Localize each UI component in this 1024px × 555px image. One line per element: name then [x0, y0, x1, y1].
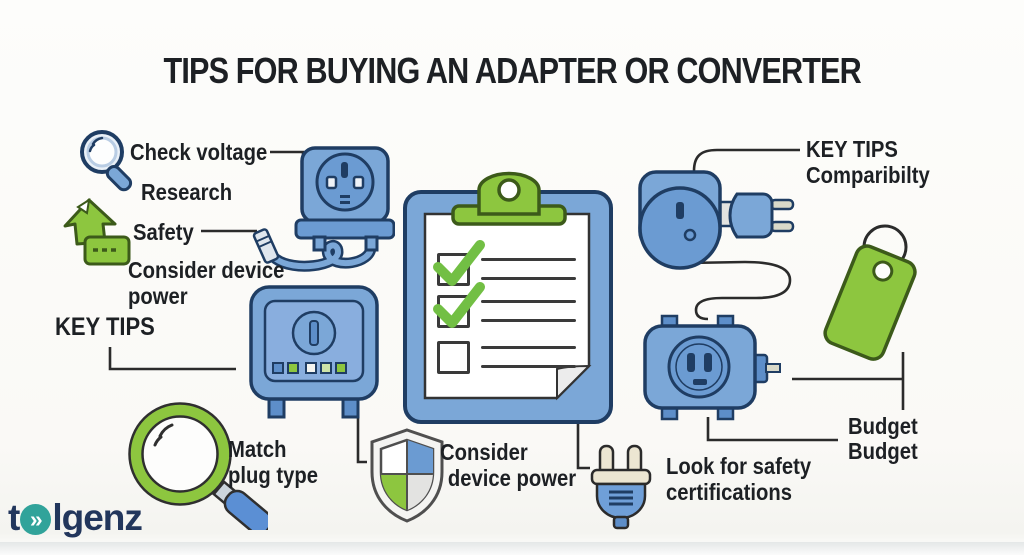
- toolgenz-logo: t » lgenz: [8, 497, 143, 539]
- page-title: TIPS FOR BUYING AN ADAPTER OR CONVERTER: [0, 50, 1024, 92]
- connector-wire-s-curve: [686, 260, 792, 321]
- power-plug-icon: [590, 444, 652, 530]
- connector-key-tips-left: [108, 347, 236, 371]
- connector-outlet-to-budget-line: [792, 352, 905, 410]
- label-safety: Safety: [133, 219, 194, 245]
- label-match-plug-type: Match plug type: [228, 436, 318, 489]
- connector-adapter-to-key-tips: [692, 148, 800, 172]
- adapter-with-cable-icon: [252, 146, 395, 272]
- logo-prefix: t: [8, 497, 20, 538]
- safety-arrow-icon: [63, 197, 131, 266]
- page-title-text: TIPS FOR BUYING AN ADAPTER OR CONVERTER: [163, 50, 861, 91]
- checklist-row: [437, 341, 622, 375]
- travel-adapter-plug-icon: [638, 170, 795, 270]
- connector-outlet-to-budget-label: [706, 417, 838, 442]
- label-consider-device-power-center: Consider device power: [440, 439, 577, 492]
- label-budget-2: Budget: [848, 438, 918, 464]
- checkmark-icon: [433, 240, 485, 286]
- label-budget-1: Budget: [848, 413, 918, 439]
- footer-strip: [0, 542, 1024, 555]
- checklist-line: [481, 346, 576, 349]
- checklist-items: [433, 240, 622, 382]
- checklist-line: [481, 319, 576, 322]
- label-key-tips-left: KEY TIPS: [55, 313, 155, 341]
- label-look-for-safety: Look for safety certifications: [666, 453, 812, 506]
- label-check-voltage: Check voltage: [130, 139, 268, 165]
- checklist-row: [433, 282, 622, 329]
- checkbox: [437, 341, 470, 374]
- connector-box-to-shield: [356, 403, 367, 464]
- outlet-adapter-icon: [643, 314, 781, 421]
- checklist-line: [481, 277, 576, 280]
- price-tag-icon: [823, 224, 917, 361]
- safety-shield-icon: [370, 428, 444, 523]
- checklist-line: [481, 258, 576, 261]
- checkmark-icon: [433, 282, 485, 328]
- label-research: Research: [141, 179, 233, 205]
- label-key-tips-right: KEY TIPS Comparibilty: [806, 136, 930, 189]
- checklist-row: [433, 240, 622, 287]
- label-consider-device-power: Consider device power: [128, 257, 285, 310]
- connector-clipboard-to-plug: [576, 424, 590, 470]
- checklist-line: [481, 365, 576, 368]
- logo-arrows-icon: »: [20, 504, 52, 535]
- green-magnifier-icon: [128, 402, 268, 530]
- checklist-line: [481, 300, 576, 303]
- logo-suffix: lgenz: [52, 497, 143, 538]
- magnifier-icon: [80, 130, 133, 192]
- voltage-converter-icon: [249, 285, 379, 419]
